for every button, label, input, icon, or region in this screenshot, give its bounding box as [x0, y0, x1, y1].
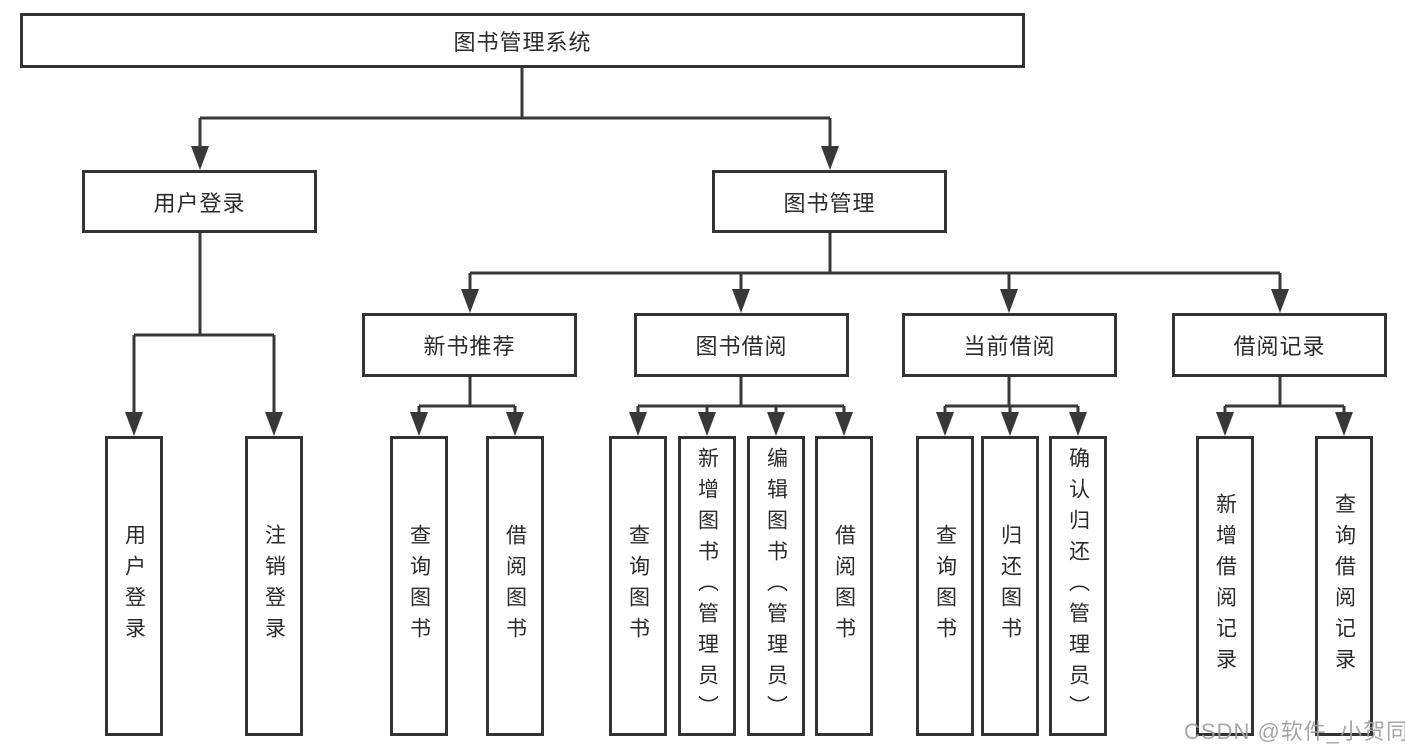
csdn-watermark: CSDN @软件_小贺同学: [1184, 719, 1405, 744]
node-label: 新书推荐: [423, 334, 516, 359]
leaf-label: 借阅图书: [832, 524, 856, 648]
node-label: 借阅记录: [1233, 334, 1326, 359]
node-system-root: 图书管理系统: [20, 13, 1025, 68]
node-label: 图书管理: [783, 190, 876, 216]
leaf-user-login: 用户登录: [105, 436, 163, 736]
node-label: 当前借阅: [963, 334, 1056, 359]
leaf-edit-book-admin: 编辑图书（管理员）: [747, 436, 805, 736]
leaf-borrow-books-borrow: 借阅图书: [815, 436, 873, 736]
leaf-query-books-recommend: 查询图书: [390, 436, 448, 736]
leaf-borrow-books-recommend: 借阅图书: [486, 436, 544, 736]
leaf-logout: 注销登录: [245, 436, 303, 736]
leaf-query-books-borrow: 查询图书: [609, 436, 667, 736]
leaf-label: 确认归还（管理员）: [1066, 446, 1090, 726]
leaf-label: 新增借阅记录: [1213, 493, 1237, 679]
node-new-book-recommend: 新书推荐: [362, 313, 577, 377]
node-borrow-records: 借阅记录: [1172, 313, 1387, 377]
leaf-label: 用户登录: [122, 524, 146, 648]
leaf-confirm-return-admin: 确认归还（管理员）: [1049, 436, 1107, 736]
node-book-borrow: 图书借阅: [634, 313, 849, 377]
leaf-query-books-current: 查询图书: [916, 436, 974, 736]
leaf-label: 查询图书: [933, 524, 957, 648]
leaf-label: 借阅图书: [503, 524, 527, 648]
leaf-return-books: 归还图书: [981, 436, 1039, 736]
node-current-borrow: 当前借阅: [902, 313, 1117, 377]
leaf-label: 编辑图书（管理员）: [764, 446, 788, 726]
node-label: 图书管理系统: [453, 29, 592, 55]
node-label: 图书借阅: [695, 334, 788, 359]
node-book-management-branch: 图书管理: [712, 170, 947, 233]
leaf-label: 查询借阅记录: [1332, 493, 1356, 679]
leaf-label: 归还图书: [998, 524, 1022, 648]
leaf-label: 注销登录: [262, 524, 286, 648]
leaf-label: 新增图书（管理员）: [695, 446, 719, 726]
leaf-add-borrow-record: 新增借阅记录: [1196, 436, 1254, 736]
leaf-query-borrow-record: 查询借阅记录: [1315, 436, 1373, 736]
node-user-login-branch: 用户登录: [82, 170, 317, 233]
leaf-add-book-admin: 新增图书（管理员）: [678, 436, 736, 736]
leaf-label: 查询图书: [407, 524, 431, 648]
node-label: 用户登录: [153, 190, 246, 216]
leaf-label: 查询图书: [626, 524, 650, 648]
